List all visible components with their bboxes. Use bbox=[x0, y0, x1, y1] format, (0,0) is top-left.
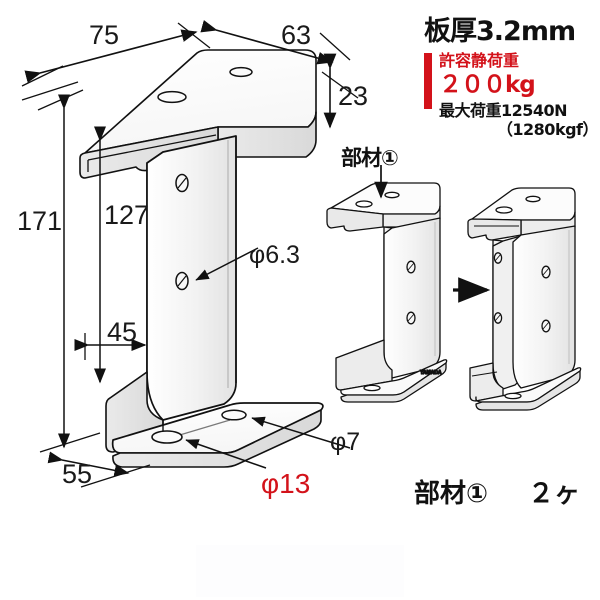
callout-phi-7: φ7 bbox=[330, 428, 361, 456]
callout-phi-13: φ13 bbox=[261, 468, 311, 499]
main-bracket-illustration bbox=[79, 49, 324, 468]
dim-63: 63 bbox=[281, 20, 312, 50]
dim-45: 45 bbox=[107, 317, 138, 347]
dim-127: 127 bbox=[104, 200, 150, 230]
load-spec-body: 許容静荷重 ２００kg 最大荷重12540N （1280kgf） bbox=[424, 51, 600, 140]
plate-thickness-label: 板厚3.2mm bbox=[424, 16, 576, 47]
dim-23: 23 bbox=[338, 81, 369, 111]
red-accent-bar bbox=[424, 53, 432, 110]
part-quantity-label: ２ヶ bbox=[528, 479, 581, 509]
allowable-static-load-value: ２００kg bbox=[439, 71, 536, 98]
top-plate-hole-front bbox=[157, 90, 187, 104]
max-load-kgf: （1280kgf） bbox=[496, 120, 599, 140]
dim-55: 55 bbox=[62, 459, 93, 489]
svg-text:YAMADA: YAMADA bbox=[420, 370, 442, 376]
web-holes bbox=[175, 173, 189, 291]
base-hole-large bbox=[151, 430, 183, 444]
part-name-label: 部材① bbox=[414, 479, 489, 509]
top-plate-hole-rear bbox=[229, 66, 253, 78]
part-illustration-right bbox=[467, 187, 582, 411]
part-illustration-left: YAMADA bbox=[326, 182, 448, 403]
bottom-faint-band bbox=[196, 545, 404, 597]
base-hole-small bbox=[221, 409, 247, 421]
allowable-static-load-label: 許容静荷重 bbox=[439, 51, 520, 71]
part-pointer-label: 部材① bbox=[341, 146, 399, 170]
dimension-lines bbox=[21, 20, 359, 488]
callout-phi-6-3: φ6.3 bbox=[249, 241, 300, 269]
max-load-newton: 最大荷重12540N bbox=[439, 101, 568, 121]
spec-block: 板厚3.2mm 許容静荷重 ２００kg 最大荷重12540N （1280kgf） bbox=[424, 16, 600, 140]
dim-171: 171 bbox=[17, 206, 63, 236]
dim-75: 75 bbox=[89, 20, 120, 50]
